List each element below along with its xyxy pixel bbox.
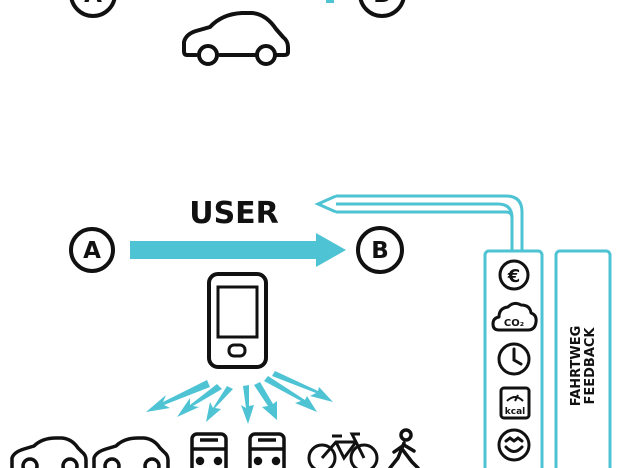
smiley-icon xyxy=(497,428,531,462)
top-arrow-stub xyxy=(326,0,334,3)
feedback-arrow-inner xyxy=(336,194,524,250)
clock-icon xyxy=(497,342,531,376)
top-section: A B xyxy=(69,0,406,66)
pedestrian-icon xyxy=(388,428,420,468)
node-a: A xyxy=(69,227,115,273)
bus-icon-1 xyxy=(190,432,228,468)
bicycle-icon xyxy=(307,432,379,468)
feedback-label-line2: FEEDBACK xyxy=(583,327,598,405)
user-title: USER xyxy=(189,196,279,231)
top-node-b: B xyxy=(358,0,406,18)
feedback-icons-panel: € CO₂ kcal xyxy=(483,249,544,468)
svg-text:CO₂: CO₂ xyxy=(504,318,524,329)
kcal-icon: kcal xyxy=(499,386,531,420)
svg-text:A: A xyxy=(84,0,102,8)
svg-text:€: € xyxy=(507,266,521,287)
feedback-label-panel: FAHRTWEG FEEDBACK xyxy=(554,249,612,468)
svg-text:kcal: kcal xyxy=(505,407,525,417)
node-b: B xyxy=(356,226,404,274)
top-node-a: A xyxy=(69,0,117,18)
feedback-arrow xyxy=(314,194,514,250)
svg-text:B: B xyxy=(373,0,391,8)
svg-text:A: A xyxy=(83,238,101,264)
car-icon-1 xyxy=(10,436,88,468)
route-arrow xyxy=(130,233,346,267)
svg-text:B: B xyxy=(371,238,389,264)
smartphone-icon xyxy=(207,272,268,369)
car-icon-2 xyxy=(92,436,170,468)
car-icon xyxy=(182,11,290,66)
feedback-label-line1: FAHRTWEG xyxy=(569,326,584,407)
co2-icon: CO₂ xyxy=(491,301,538,332)
euro-icon: € xyxy=(498,259,530,291)
mode-arrows xyxy=(146,371,333,424)
bus-icon-2 xyxy=(248,432,286,468)
